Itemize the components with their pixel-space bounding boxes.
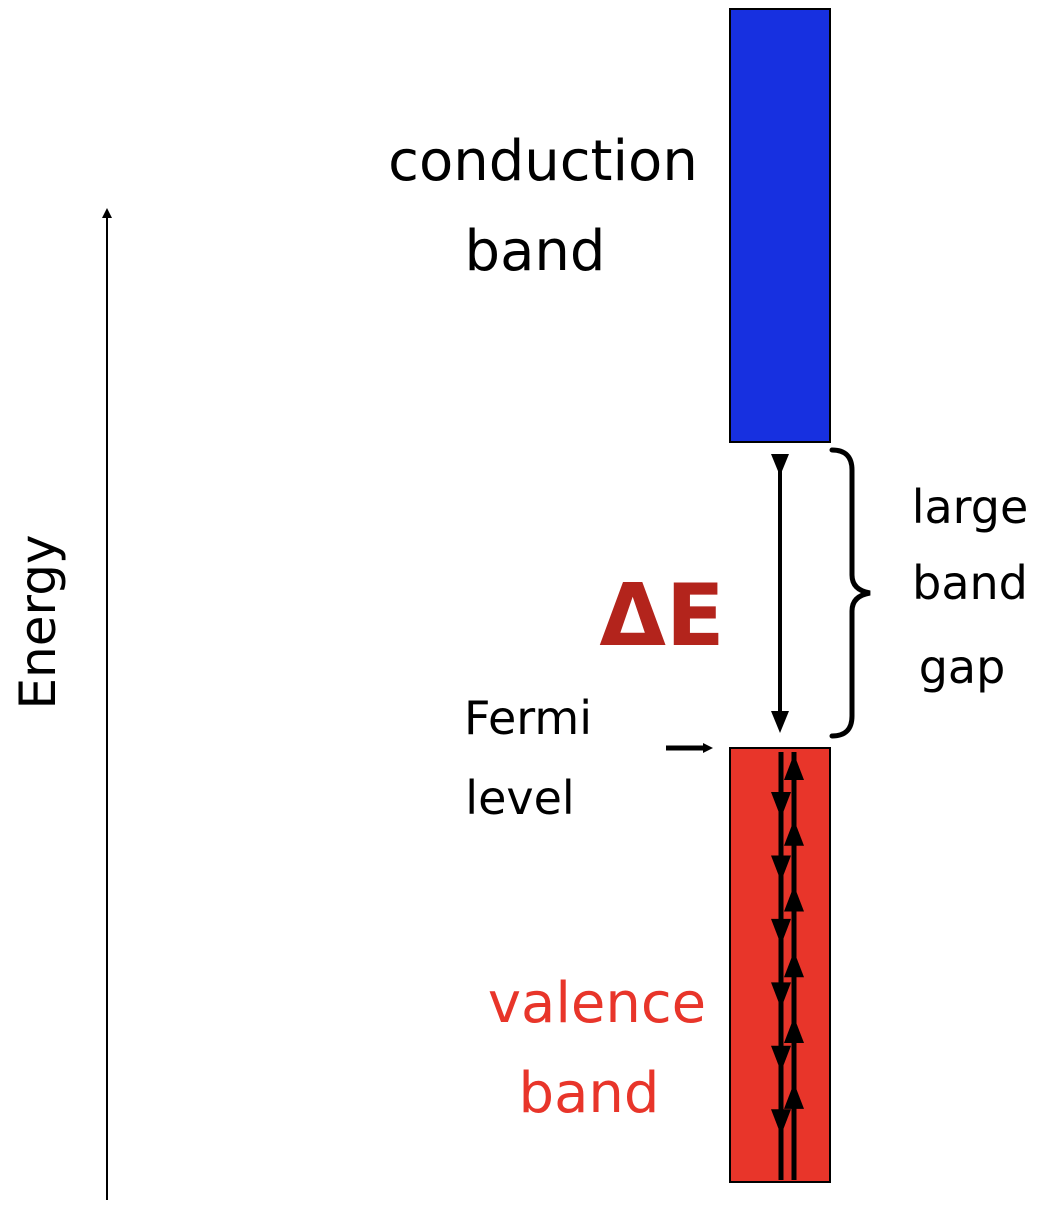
large-band-gap-label-line3: gap	[919, 640, 1006, 694]
spin-down-arrowhead	[771, 1045, 791, 1072]
valence-band-label-line1: valence	[488, 971, 706, 1036]
spin-up-arrowhead	[784, 951, 804, 978]
spin-up-arrowhead	[784, 1082, 804, 1109]
electron-arrows	[771, 752, 804, 1180]
conduction-band-rect	[729, 8, 831, 443]
spin-up-arrowhead	[784, 754, 804, 780]
spin-down-arrowhead	[771, 918, 791, 945]
spin-down-arrowhead	[771, 1109, 791, 1136]
large-band-gap-label-line1: large	[912, 480, 1029, 534]
conduction-band-label-line1: conduction	[388, 129, 698, 194]
valence-band-label-line2: band	[519, 1061, 660, 1126]
curly-brace	[829, 447, 871, 739]
fermi-level-label-line2: level	[465, 771, 574, 825]
fermi-level-label-line1: Fermi	[464, 691, 592, 745]
energy-axis-label: Energy	[9, 534, 67, 709]
delta-e-label: ΔE	[599, 566, 724, 666]
conduction-band-label-line2: band	[465, 219, 606, 284]
spin-down-arrowhead	[771, 855, 791, 882]
spin-down-arrowhead	[771, 982, 791, 1009]
spin-up-arrowhead	[784, 1017, 804, 1044]
large-band-gap-label-line2: band	[912, 556, 1028, 610]
spin-up-arrowhead	[784, 819, 804, 846]
spin-down-arrowhead	[771, 792, 791, 818]
spin-up-arrowhead	[784, 885, 804, 912]
